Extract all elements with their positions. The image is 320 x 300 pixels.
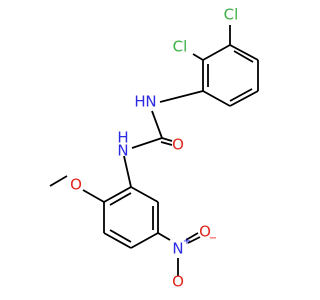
chlorine-atom-label: Cl xyxy=(173,38,188,56)
oxygen-atom-label: O xyxy=(70,176,82,194)
oxygen-atom-label: O xyxy=(172,136,184,154)
atom-labels: Cl Cl H N O H N O N + O − O xyxy=(70,6,238,291)
bond xyxy=(130,232,159,249)
bond xyxy=(187,236,201,244)
positive-charge-label: + xyxy=(183,236,191,247)
chlorine-atom-label: Cl xyxy=(224,6,239,24)
bond xyxy=(229,88,253,102)
bond xyxy=(185,232,199,241)
bond xyxy=(123,155,132,188)
molecule-structure-diagram: Cl Cl H N O H N O N + O − O xyxy=(49,5,259,291)
bond xyxy=(103,232,132,249)
bond xyxy=(49,175,68,187)
bond xyxy=(160,141,173,146)
bond xyxy=(159,90,204,103)
bond xyxy=(103,186,132,203)
nitrogen-atom-label: N xyxy=(117,142,128,160)
nitrogen-atom-label: N xyxy=(145,93,156,111)
bond xyxy=(229,90,259,107)
bond xyxy=(157,232,171,241)
oxygen-atom-label: O xyxy=(172,273,184,291)
bond xyxy=(229,44,259,61)
bond xyxy=(130,186,159,203)
oxygen-atom-label: O xyxy=(199,223,211,241)
bond xyxy=(161,137,173,142)
negative-charge-label: − xyxy=(209,233,217,244)
bond xyxy=(233,50,254,63)
bond xyxy=(109,192,132,206)
bond xyxy=(109,229,132,243)
bond xyxy=(192,53,204,61)
bonds xyxy=(49,25,259,276)
nitrogen-atom-label: N xyxy=(172,240,183,258)
bond xyxy=(202,44,231,61)
bond xyxy=(202,90,231,107)
bond xyxy=(82,189,105,203)
hydrogen-atom-label: H xyxy=(134,93,145,111)
bond xyxy=(151,110,163,139)
hydrogen-atom-label: H xyxy=(117,129,128,147)
bond xyxy=(131,137,163,149)
